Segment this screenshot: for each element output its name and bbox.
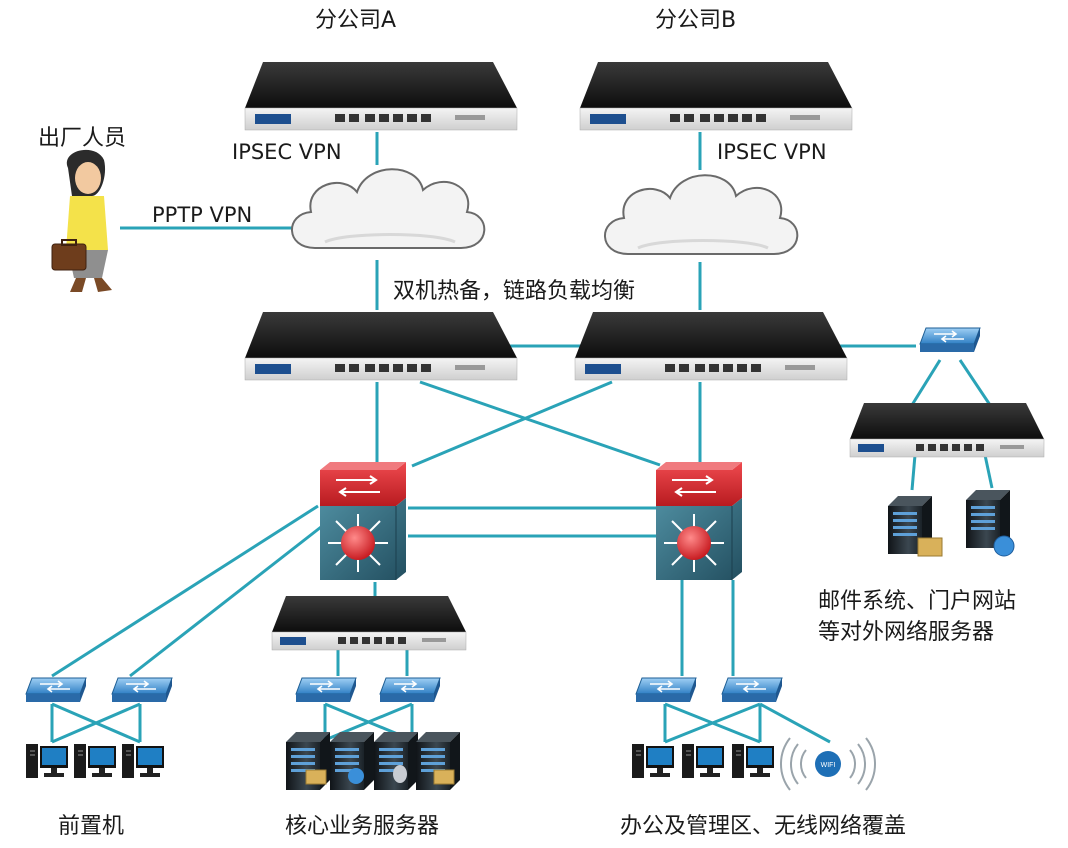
desktop-computer-icon (74, 744, 116, 778)
office-switch-2-icon (721, 677, 783, 703)
globe-icon (993, 535, 1015, 557)
person-with-briefcase-icon (51, 149, 112, 292)
ipsec-vpn-right-label: IPSEC VPN (717, 140, 827, 164)
link-extgw-srv1 (910, 454, 917, 491)
core-switch-b-icon (655, 461, 743, 581)
branch-b-label: 分公司B (655, 8, 737, 33)
office-wireless-label: 办公及管理区、无线网络覆盖 (620, 814, 907, 839)
wifi-signal-icon: WIFI (780, 737, 876, 791)
link-extsw-gw1 (910, 359, 942, 406)
desktop-computer-icon (682, 744, 724, 778)
external-gateway-icon (849, 402, 1045, 458)
link-core-a-front-sw2 (129, 518, 331, 678)
link-extsw-gw2 (958, 359, 992, 406)
link-extgw-srv2 (983, 454, 994, 489)
external-servers-group (888, 490, 1015, 557)
branch-a-gateway-icon (244, 61, 518, 131)
core-servers-group (286, 732, 460, 790)
core-switch-right-icon (379, 677, 441, 703)
link-gw-b-core-a (411, 380, 613, 468)
ha-gateway-primary-icon (244, 311, 518, 381)
folder-icon (917, 537, 943, 557)
pptp-vpn-label: PPTP VPN (152, 203, 253, 227)
branch-a-label: 分公司A (315, 8, 397, 33)
front-switch-2-icon (111, 677, 173, 703)
ipsec-vpn-left-label: IPSEC VPN (232, 140, 342, 164)
core-servers-label: 核心业务服务器 (285, 814, 440, 839)
office-area-group: WIFI (632, 737, 876, 791)
link-gw-a-core-b (419, 380, 661, 467)
front-switch-1-icon (25, 677, 87, 703)
core-switch-left-icon (295, 677, 357, 703)
desktop-computer-icon (26, 744, 68, 778)
front-machines-label: 前置机 (58, 814, 125, 839)
external-servers-label-line1: 邮件系统、门户网站 (818, 589, 1017, 614)
ha-gateway-secondary-icon (574, 311, 848, 381)
external-switch-icon (919, 327, 981, 353)
ha-load-balance-label: 双机热备，链路负载均衡 (393, 279, 636, 304)
desktop-computer-icon (732, 744, 774, 778)
external-servers-label-line2: 等对外网络服务器 (818, 620, 995, 645)
office-switch-1-icon (635, 677, 697, 703)
desktop-computer-icon (632, 744, 674, 778)
front-machines-group (26, 744, 164, 778)
traveler-label: 出厂人员 (38, 126, 127, 151)
core-business-gateway-icon (271, 595, 467, 651)
link-core-a-front-sw1 (51, 504, 319, 678)
wifi-label: WIFI (821, 762, 836, 769)
internet-cloud-b-icon (603, 173, 799, 256)
core-switch-a-icon (319, 461, 407, 581)
desktop-computer-icon (122, 744, 164, 778)
internet-cloud-a-icon (290, 167, 486, 250)
branch-b-gateway-icon (579, 61, 853, 131)
